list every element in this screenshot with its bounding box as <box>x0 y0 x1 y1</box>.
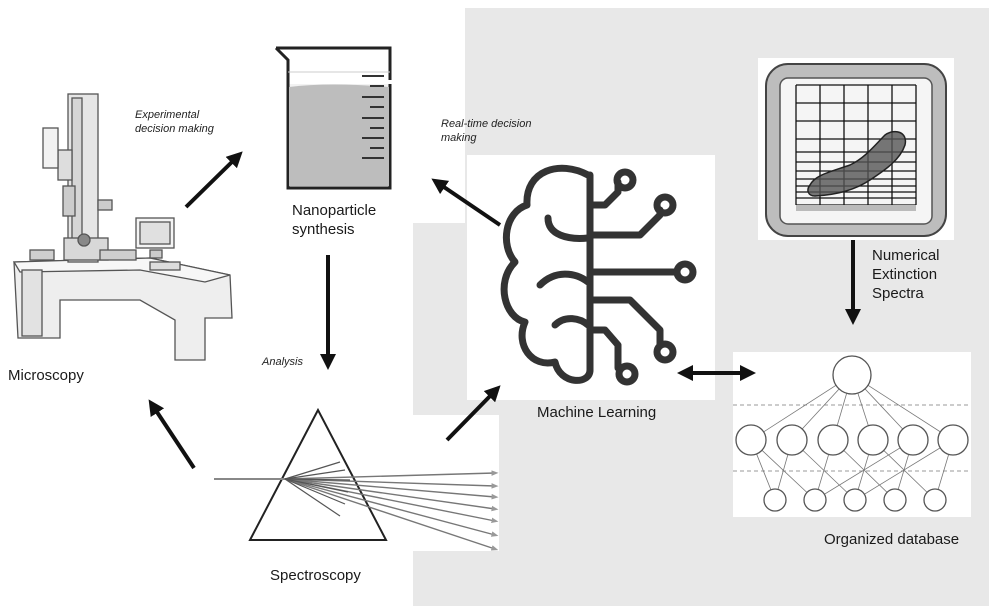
arrow-ml-to-synthesis <box>431 178 502 227</box>
database-network-icon <box>733 355 971 512</box>
brain-circuit-icon <box>500 164 697 386</box>
spectroscopy-label: Spectroscopy <box>270 567 361 584</box>
arrow-spectroscopy-to-ml <box>445 385 501 442</box>
realtime-note-line1: Real-time decision <box>441 118 532 130</box>
machine-learning-label: Machine Learning <box>537 404 657 421</box>
nanoparticle-label-line2: synthesis <box>292 221 355 238</box>
experimental-note-line1: Experimental <box>135 109 200 121</box>
flow-arrows <box>148 151 861 470</box>
numerical-label-line3: Spectra <box>872 285 924 302</box>
arrow-spectroscopy-to-microscopy <box>148 399 196 470</box>
experimental-note-line2: decision making <box>135 123 214 135</box>
microscopy-label: Microscopy <box>8 367 84 384</box>
microscope-icon <box>12 93 233 361</box>
nanoparticle-label-line1: Nanoparticle <box>292 202 377 219</box>
analysis-note: Analysis <box>262 356 303 368</box>
nanoparticle-synthesis-label: Nanoparticle synthesis <box>292 201 376 239</box>
arrow-microscopy-to-synthesis <box>184 151 243 209</box>
numerical-label-line2: Extinction <box>872 266 938 283</box>
realtime-decision-note: Real-time decision making <box>441 117 531 145</box>
numerical-extinction-spectra-label: Numerical Extinction Spectra <box>872 246 940 303</box>
experimental-decision-note: Experimental decision making <box>135 108 214 136</box>
organized-database-label: Organized database <box>824 531 960 548</box>
prism-icon <box>214 407 499 551</box>
extinction-spectra-icon <box>765 63 947 237</box>
realtime-note-line2: making <box>441 132 477 144</box>
prism-image-box <box>413 415 499 551</box>
beaker-icon <box>274 46 392 190</box>
numerical-label-line1: Numerical <box>872 247 940 264</box>
